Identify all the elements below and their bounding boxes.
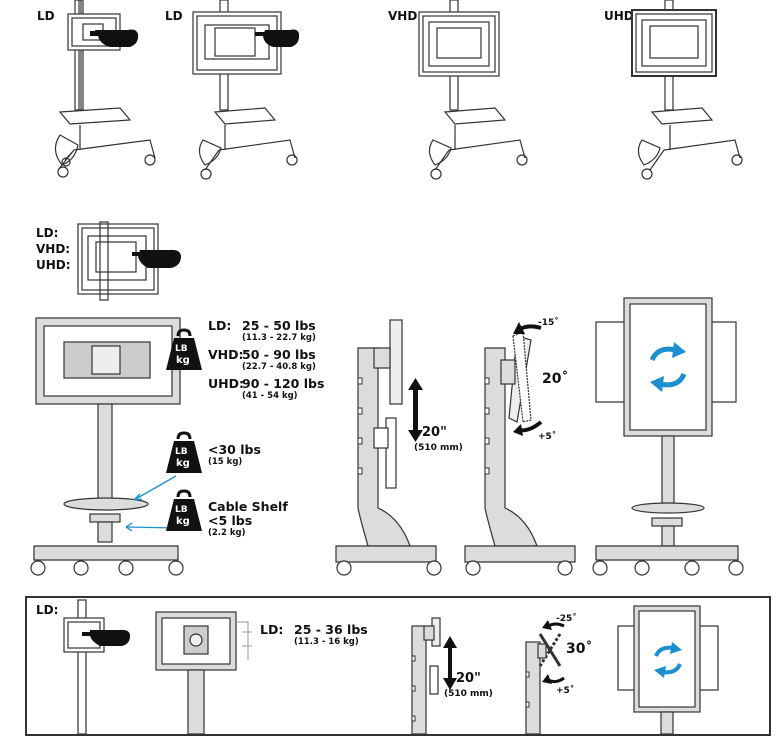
cart-ld-small (54, 0, 156, 178)
badge-lb: LB (175, 344, 188, 354)
label-ld-2: LD (165, 9, 183, 23)
mid-label-vhd: VHD: (36, 242, 71, 256)
bottom-spec: 25 - 36 lbs (11.3 - 16 kg) (294, 623, 368, 648)
bottom-height-diagram (411, 617, 457, 735)
spec-cable-sub: (2.2 kg) (208, 528, 246, 538)
bottom-spec-label: LD: (260, 622, 284, 637)
bottom-panel (25, 596, 771, 736)
bottom-spec-sub: (11.3 - 16 kg) (294, 637, 359, 647)
height-arrow-icon (443, 636, 457, 690)
spec-uhd-label: UHD: (208, 376, 244, 391)
spec-ld: 25 - 50 lbs (11.3 - 22.7 kg) (242, 319, 316, 344)
tilt-range-value: 20˚ (542, 371, 569, 387)
spec-shelf-value: <30 lbs (208, 442, 261, 457)
cart-height-diagram (335, 319, 442, 576)
spec-cable-shelf: Cable Shelf <5 lbs (2.2 kg) (208, 500, 288, 539)
cart-vhd (418, 0, 528, 180)
badge-kg: kg (176, 458, 190, 469)
label-ld-1: LD (37, 9, 55, 23)
cart-rotate-diagram (592, 297, 744, 576)
hand-icon (255, 29, 300, 47)
tilt-up-value: -15˚ (538, 318, 559, 328)
weight-icon-shelf (166, 431, 202, 473)
height-sub: (510 mm) (414, 443, 463, 453)
spec-ld-label: LD: (208, 318, 232, 333)
spec-ld-sub: (11.3 - 22.7 kg) (242, 333, 316, 343)
weight-icon-cable (166, 489, 202, 531)
bottom-label-ld: LD: (36, 603, 59, 617)
spec-cable-title: Cable Shelf (208, 499, 288, 514)
label-vhd: VHD (388, 9, 418, 23)
cart-tilt-diagram (464, 322, 576, 576)
weight-icon-monitor (166, 328, 202, 370)
height-value: 20" (422, 425, 447, 440)
bottom-tilt-range: 30˚ (566, 641, 593, 657)
spec-shelf: <30 lbs (15 kg) (208, 443, 261, 468)
badge-kg: kg (176, 516, 190, 527)
spec-vhd-sub: (22.7 - 40.8 kg) (242, 362, 316, 372)
spec-vhd-value: 50 - 90 lbs (242, 347, 316, 362)
tilt-down-value: +5˚ (538, 432, 557, 442)
badge-lb: LB (175, 447, 188, 457)
spec-ld-value: 25 - 50 lbs (242, 318, 316, 333)
spec-vhd-label: VHD: (208, 347, 244, 362)
label-uhd: UHD (604, 9, 634, 23)
cart-uhd (631, 0, 743, 180)
spec-uhd: 90 - 120 lbs (41 - 54 kg) (242, 377, 324, 402)
spec-cable-value: <5 lbs (208, 513, 253, 528)
bottom-mount-detail (155, 611, 252, 735)
cart-weight-diagram (30, 317, 184, 576)
bottom-cart-small (63, 599, 130, 735)
badge-kg: kg (176, 355, 190, 366)
bottom-rotate-diagram (617, 605, 719, 735)
height-arrow-icon (408, 378, 423, 442)
mid-label-uhd: UHD: (36, 258, 71, 272)
bottom-tilt-up: -25˚ (556, 614, 577, 624)
bottom-tilt-down: +5˚ (556, 686, 575, 696)
spec-vhd: 50 - 90 lbs (22.7 - 40.8 kg) (242, 348, 316, 373)
hand-icon (82, 629, 130, 646)
hand-icon (132, 249, 181, 268)
bottom-height-sub: (510 mm) (444, 689, 493, 699)
hand-icon (90, 29, 139, 47)
bottom-height-value: 20" (456, 671, 481, 686)
tilt-arrow-up-head (513, 322, 525, 334)
mount-detail (77, 221, 181, 301)
mid-label-ld: LD: (36, 226, 59, 240)
bottom-spec-value: 25 - 36 lbs (294, 622, 368, 637)
tilt-arrow-down-head (513, 424, 523, 436)
spec-shelf-sub: (15 kg) (208, 457, 243, 467)
cart-ld-large (192, 0, 300, 180)
badge-lb: LB (175, 505, 188, 515)
bottom-tilt-diagram (525, 620, 565, 735)
spec-uhd-value: 90 - 120 lbs (242, 376, 325, 391)
spec-uhd-sub: (41 - 54 kg) (242, 391, 298, 401)
